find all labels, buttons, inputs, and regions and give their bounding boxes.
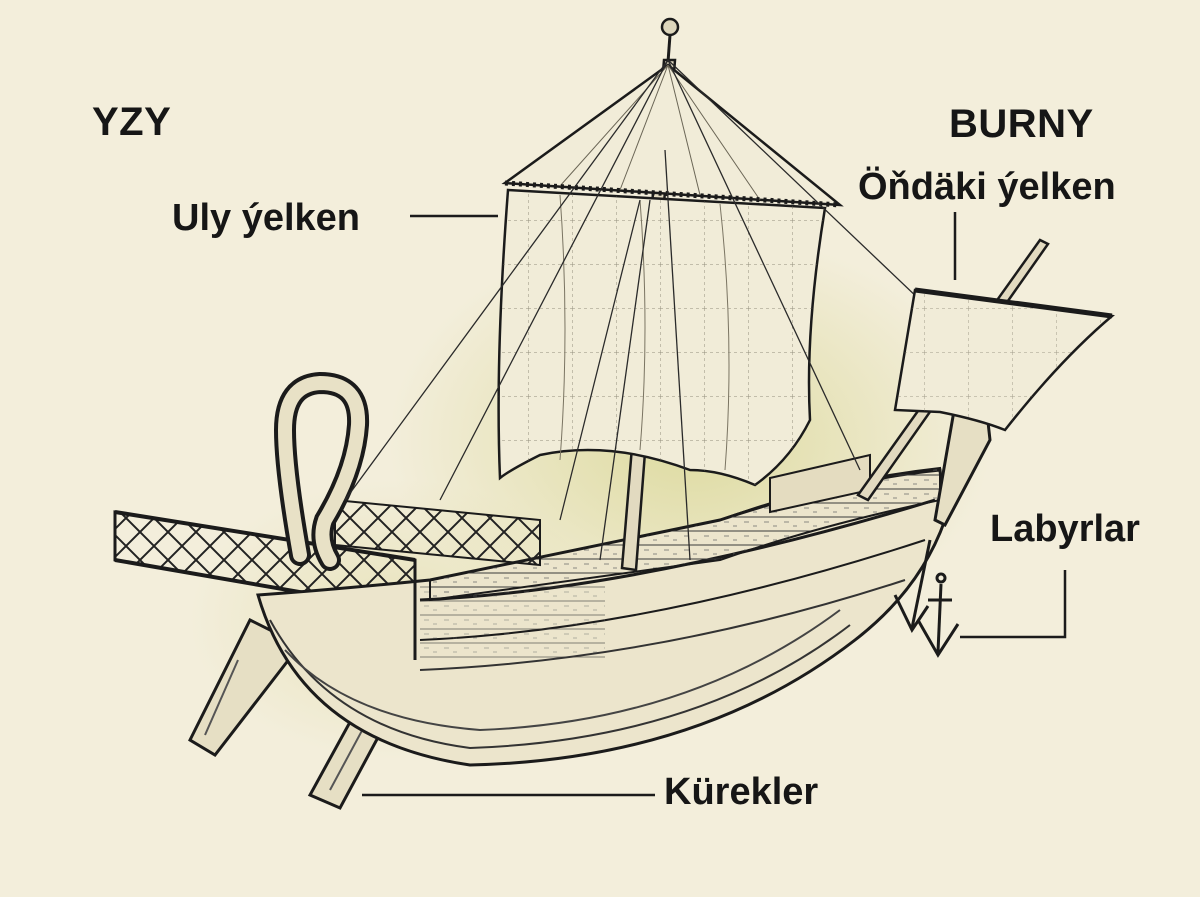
leader-lines xyxy=(362,212,1067,797)
main-sail-label: Uly ýelken xyxy=(172,197,360,239)
topsail xyxy=(501,63,844,208)
rigging xyxy=(344,59,921,561)
oars-label: Kürekler xyxy=(664,771,819,813)
anchor-right xyxy=(916,572,960,658)
fore-sail-label: Öňdäki ýelken xyxy=(858,166,1116,208)
bow-label: BURNY xyxy=(949,102,1094,146)
deck xyxy=(334,453,941,602)
stern-label: YZY xyxy=(92,100,172,144)
fore-sail xyxy=(893,287,1115,432)
main-sail xyxy=(497,188,827,487)
leader-anchors xyxy=(960,570,1067,639)
hull xyxy=(256,468,947,767)
anchor-left xyxy=(893,539,932,634)
anchors-label: Labyrlar xyxy=(990,508,1140,550)
swan-stern-ornament xyxy=(273,371,370,571)
